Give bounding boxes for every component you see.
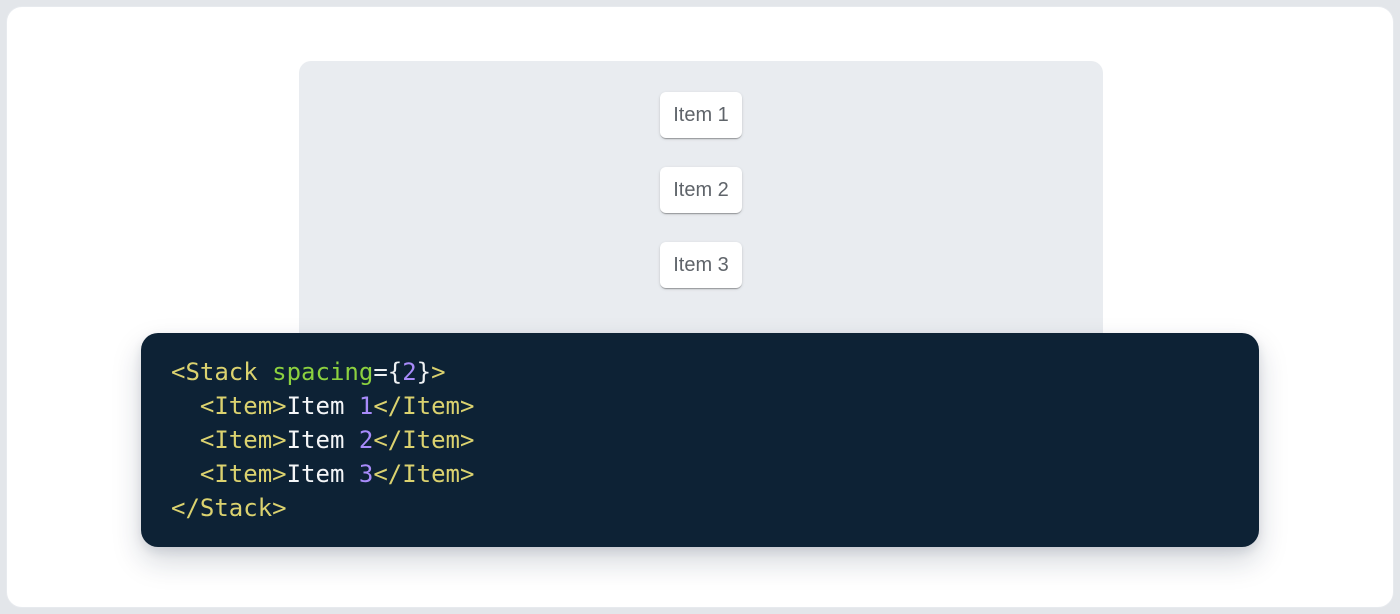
code-token-plain_text: Item	[286, 460, 359, 488]
code-token-number: 3	[358, 460, 374, 488]
code-token-plain_text	[171, 392, 200, 420]
stack-container: Item 1 Item 2 Item 3	[299, 61, 1103, 288]
code-line: </Stack>	[171, 491, 1229, 525]
code-token-tag: >	[431, 358, 446, 386]
code-line: <Item>Item 1</Item>	[171, 389, 1229, 423]
code-token-number: 2	[358, 426, 374, 454]
code-token-plain_text: Item	[286, 426, 359, 454]
code-token-punctuation: }	[416, 358, 432, 386]
code-token-tag: <Item>	[199, 426, 287, 454]
stack-item-card: Item 2	[660, 167, 742, 213]
code-token-plain_text	[171, 426, 200, 454]
code-token-tag: <Stack	[171, 358, 273, 386]
code-token-number: 1	[358, 392, 374, 420]
code-token-tag: </Item>	[373, 460, 475, 488]
code-line: <Stack spacing={2}>	[171, 355, 1229, 389]
code-token-tag: </Stack>	[171, 494, 287, 522]
code-token-plain_text: Item	[286, 392, 359, 420]
code-token-tag: </Item>	[373, 426, 475, 454]
stack-item-card: Item 1	[660, 92, 742, 138]
code-token-tag: </Item>	[373, 392, 475, 420]
code-token-plain_text	[171, 460, 200, 488]
jsx-code-block: <Stack spacing={2}> <Item>Item 1</Item> …	[141, 333, 1259, 547]
code-line: <Item>Item 3</Item>	[171, 457, 1229, 491]
code-token-tag: <Item>	[199, 392, 287, 420]
code-token-tag: <Item>	[199, 460, 287, 488]
code-token-punctuation: {	[387, 358, 403, 386]
stack-item-card: Item 3	[660, 242, 742, 288]
code-token-punctuation: =	[373, 358, 388, 386]
code-token-attr_name: spacing	[272, 358, 374, 386]
code-token-number: 2	[402, 358, 417, 386]
code-line: <Item>Item 2</Item>	[171, 423, 1229, 457]
